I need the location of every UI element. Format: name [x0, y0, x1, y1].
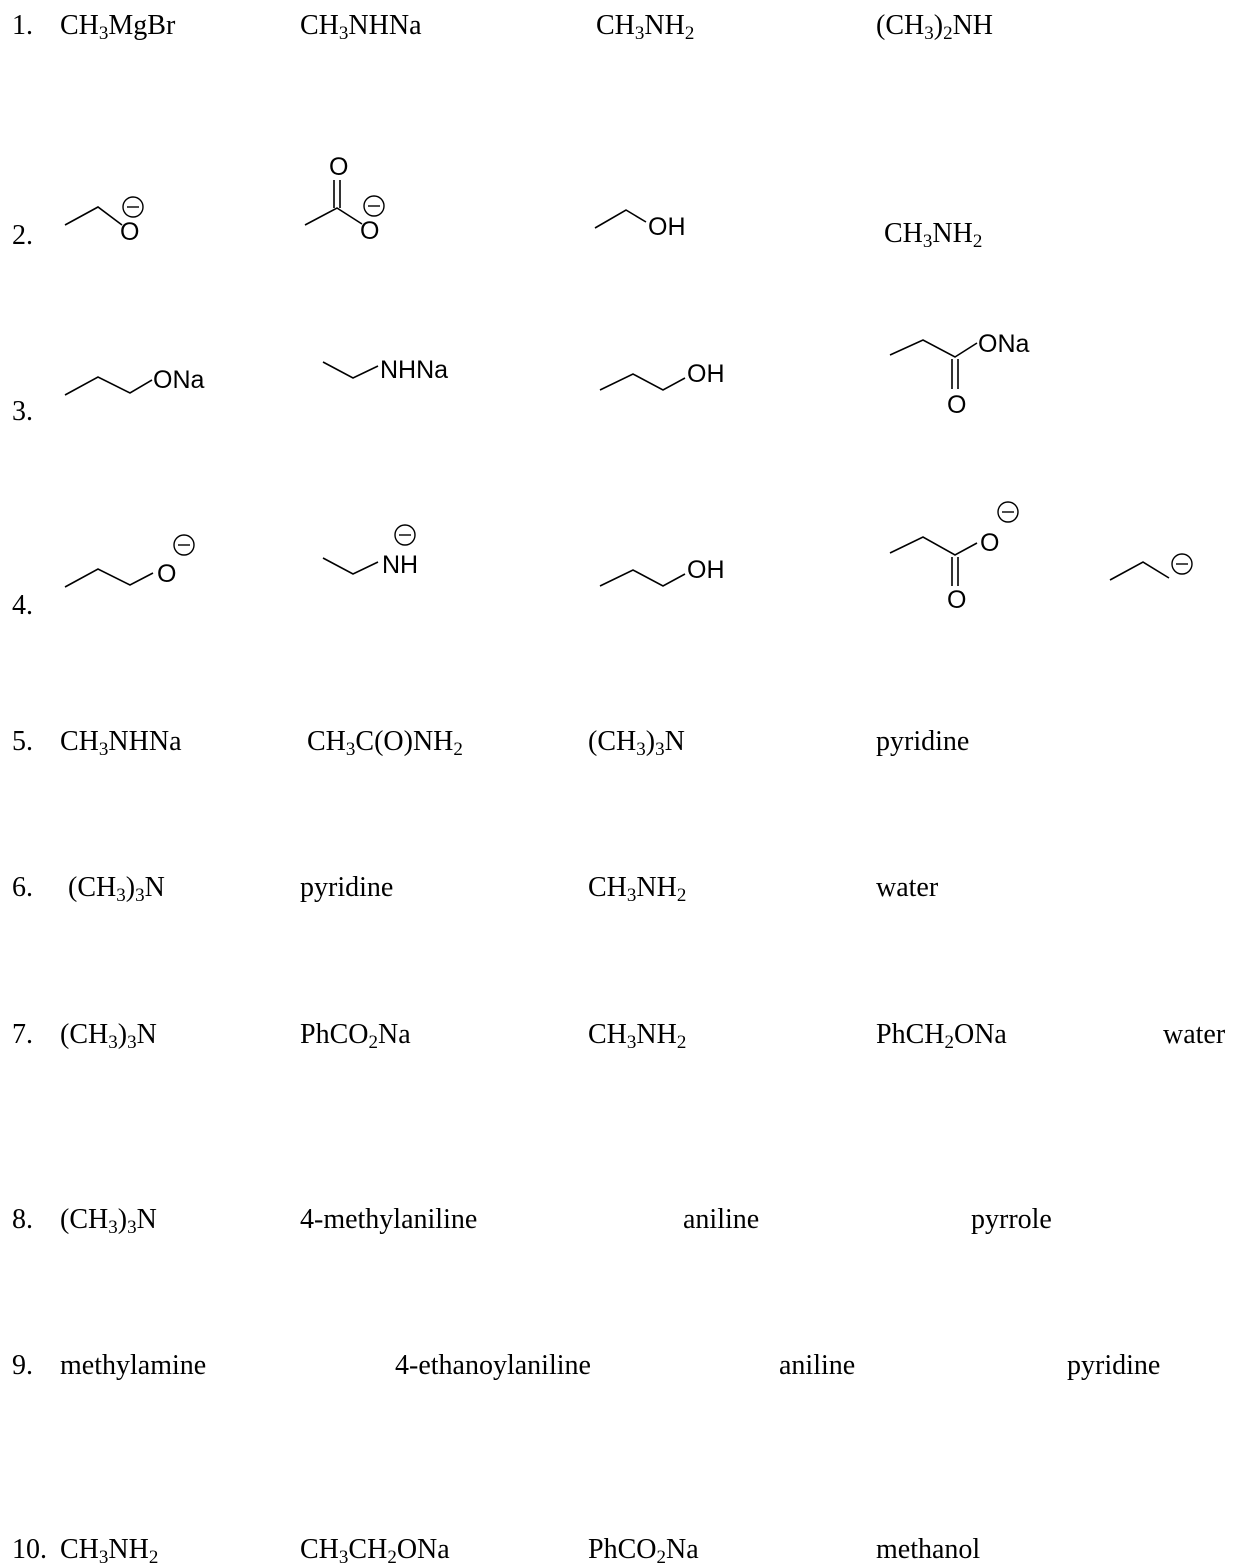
- sodium-propanoate-ona-label: ONa: [978, 330, 1030, 358]
- acetate-bonds: [304, 207, 363, 226]
- ethoxide-oxygen-label: O: [120, 218, 139, 246]
- propanol-oh-label: OH: [687, 360, 725, 388]
- propoxide-bonds: [64, 568, 154, 588]
- compound-aniline: aniline: [683, 1204, 760, 1235]
- compound-methylamine: CH3NH2: [588, 872, 687, 906]
- sodium-propanoate-structure: ONa O: [889, 330, 1030, 419]
- compound-4-ethanoylaniline: 4-ethanoylaniline: [395, 1350, 591, 1381]
- propanol-bonds: [599, 373, 686, 391]
- negative-charge-icon: [363, 195, 385, 217]
- compound-sodium-benzyloxide: PhCH2ONa: [876, 1019, 1007, 1053]
- sodium-propoxide-structure: ONa: [64, 366, 205, 396]
- row-number-2: 2.: [12, 220, 33, 251]
- compound-trimethylamine: (CH3)3N: [588, 726, 685, 760]
- acetate-oxygen-label: O: [360, 217, 379, 245]
- row-number-5: 5.: [12, 726, 33, 757]
- propoxide-structure: O: [64, 534, 195, 588]
- compound-trimethylamine: (CH3)3N: [68, 872, 165, 906]
- propanol-bonds: [599, 569, 686, 587]
- compound-sodium-ethoxide: CH3CH2ONa: [300, 1534, 450, 1568]
- compound-trimethylamine: (CH3)3N: [60, 1019, 157, 1053]
- ethoxide-bonds: [64, 206, 123, 226]
- compound-sodium-benzoate: PhCO2Na: [300, 1019, 411, 1053]
- sodium-propanoate-oxygen-label: O: [947, 391, 966, 419]
- sodium-ethylamide-structure: NHNa: [322, 356, 448, 384]
- compound-acetamide: CH3C(O)NH2: [307, 726, 463, 760]
- compound-pyridine: pyridine: [1067, 1350, 1161, 1381]
- row-number-6: 6.: [12, 872, 33, 903]
- row-number-10: 10.: [12, 1534, 47, 1565]
- row-number-8: 8.: [12, 1204, 33, 1235]
- propanol-structure: OH: [599, 360, 725, 391]
- compound-pyridine: pyridine: [876, 726, 970, 757]
- compound-4-methylaniline: 4-methylaniline: [300, 1204, 478, 1235]
- row-number-9: 9.: [12, 1350, 33, 1381]
- compound-methylamine: CH3NH2: [60, 1534, 159, 1568]
- propanol-structure-2: OH: [599, 556, 725, 587]
- row-number-4: 4.: [12, 590, 33, 621]
- acetate-carbonyl-oxygen-label: O: [329, 153, 348, 181]
- ethylamide-anion-nh-label: NH: [382, 551, 418, 579]
- negative-charge-icon: [997, 501, 1019, 523]
- propanoate-top-oxygen-label: O: [980, 529, 999, 557]
- compound-methylamine: CH3NH2: [884, 218, 983, 252]
- ethanol-bonds: [594, 209, 647, 229]
- propanoate-bonds: [889, 536, 978, 556]
- ethylamide-anion-bonds: [322, 557, 379, 575]
- compound-methylamine: CH3NH2: [596, 10, 695, 44]
- compound-methylmagnesium-bromide: CH3MgBr: [60, 10, 176, 44]
- row-number-7: 7.: [12, 1019, 33, 1050]
- compound-methylamine: CH3NH2: [588, 1019, 687, 1053]
- sodium-propanoate-bonds: [889, 339, 978, 358]
- sodium-ethylamide-label: NHNa: [380, 356, 448, 384]
- compound-sodium-methylamide: CH3NHNa: [300, 10, 422, 44]
- compound-water: water: [876, 872, 939, 903]
- ethanol-structure: OH: [594, 209, 686, 241]
- negative-charge-icon: [173, 534, 195, 556]
- compound-pyrrole: pyrrole: [971, 1204, 1052, 1235]
- propoxide-oxygen-label: O: [157, 560, 176, 588]
- compound-sodium-benzoate: PhCO2Na: [588, 1534, 699, 1568]
- compound-dimethylamine: (CH3)2NH: [876, 10, 994, 44]
- negative-charge-icon: [122, 196, 144, 218]
- propanoate-structure: O O: [889, 501, 1019, 614]
- sodium-propoxide-label: ONa: [153, 366, 205, 394]
- compound-trimethylamine: (CH3)3N: [60, 1204, 157, 1238]
- row-number-3: 3.: [12, 396, 33, 427]
- ethoxide-structure: O: [64, 196, 144, 246]
- sodium-ethylamide-bonds: [322, 361, 379, 379]
- compound-sodium-methylamide: CH3NHNa: [60, 726, 182, 760]
- compound-aniline: aniline: [779, 1350, 856, 1381]
- ethanol-oh-label: OH: [648, 213, 686, 241]
- propanoate-carbonyl-oxygen-label: O: [947, 586, 966, 614]
- compound-methanol: methanol: [876, 1534, 981, 1565]
- row-number-1: 1.: [12, 10, 33, 41]
- negative-charge-icon: [394, 524, 416, 546]
- compound-pyridine: pyridine: [300, 872, 394, 903]
- acetate-structure: O O: [304, 153, 385, 245]
- negative-charge-icon: [1171, 553, 1193, 575]
- sodium-propoxide-bonds: [64, 376, 153, 396]
- ethyl-carbanion-bonds: [1109, 561, 1170, 581]
- propanol-oh-label: OH: [687, 556, 725, 584]
- ethylamide-anion-structure: NH: [322, 524, 418, 579]
- ethyl-carbanion-structure: [1109, 553, 1193, 581]
- compound-methylamine: methylamine: [60, 1350, 207, 1381]
- compound-water: water: [1163, 1019, 1226, 1050]
